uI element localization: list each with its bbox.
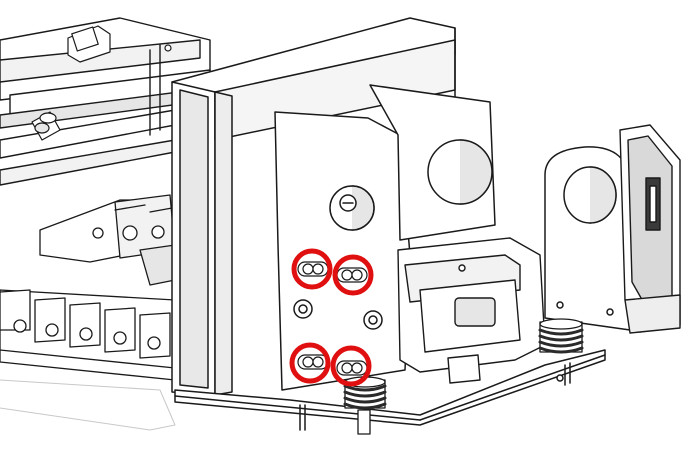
top-clip-part	[67, 25, 172, 63]
conveyor-frame	[0, 17, 211, 186]
highlight-circle-upper-left	[291, 248, 333, 290]
side-plate-right	[544, 146, 631, 331]
highlight-circle-lower-left	[289, 342, 331, 384]
highlight-circle-upper-right	[332, 254, 374, 296]
highlight-circle-lower-right	[330, 345, 372, 387]
slotted-screws	[297, 261, 368, 376]
slotted-screw	[336, 360, 368, 376]
base-plate	[174, 349, 606, 431]
chain-lower	[0, 289, 176, 381]
tensioner-bracket	[397, 237, 546, 384]
highlight-markers	[289, 248, 374, 387]
slotted-screw	[297, 261, 329, 277]
spring-right	[538, 318, 584, 354]
slotted-screw	[297, 354, 329, 370]
end-block	[619, 124, 681, 334]
mounting-plate	[274, 84, 496, 391]
ground-guide-lines	[0, 379, 176, 431]
grease-nipple	[31, 111, 61, 141]
slotted-screw	[336, 267, 368, 283]
chain-upper	[39, 194, 176, 286]
